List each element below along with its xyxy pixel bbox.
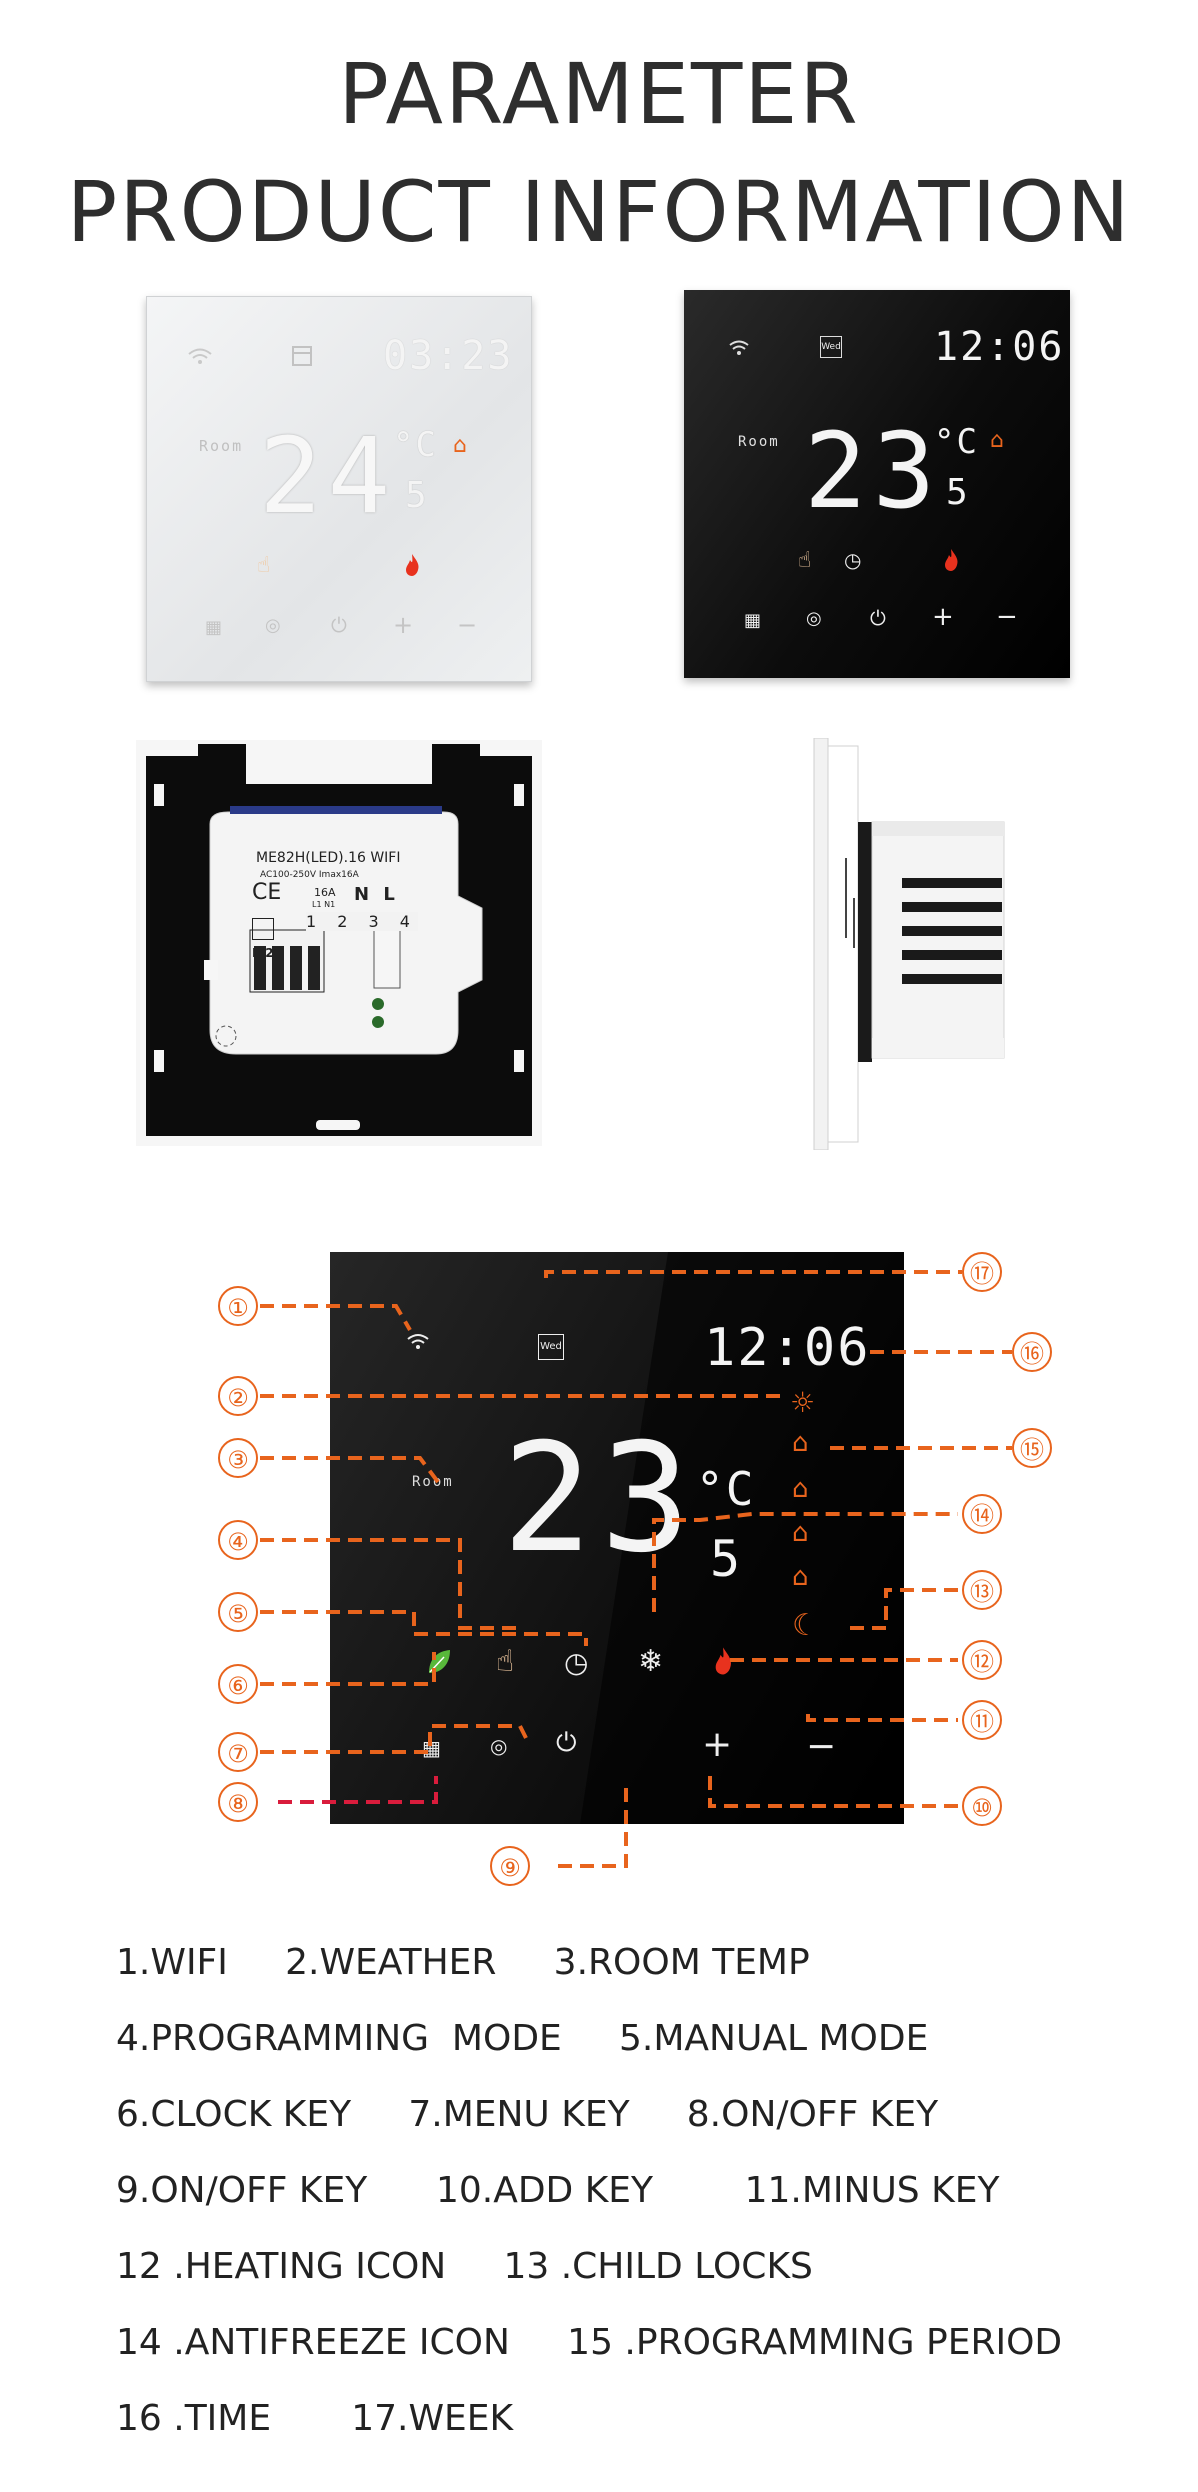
clock-display: 12:06: [704, 1318, 871, 1378]
flame-icon: [403, 553, 421, 583]
legend-line-5: 12 .HEATING ICON 13 .CHILD LOCKS: [116, 2246, 813, 2287]
lock-icon: ◎: [265, 615, 281, 636]
ip-label: IP20: [252, 946, 282, 960]
temperature-decimal: 5: [405, 475, 429, 516]
black-thermostat-image: Wed 12:06 Room 23 °C 5 ⌂ ☝ ◷ ▦ ◎ ⏻ + −: [684, 290, 1070, 678]
legend-line-1: 1.WIFI 2.WEATHER 3.ROOM TEMP: [116, 1942, 810, 1983]
ce-mark: CE: [252, 880, 282, 905]
hand-icon: ☝: [257, 553, 271, 578]
terminal-label: L1 N1: [312, 900, 336, 909]
week-display: Wed: [538, 1334, 564, 1360]
hand-icon: ☝: [798, 548, 812, 573]
power-icon: ⏻: [556, 1728, 577, 1758]
minus-icon: −: [996, 602, 1018, 632]
flame-icon: [942, 548, 960, 578]
plus-icon: +: [702, 1724, 733, 1765]
snowflake-icon: ❄: [638, 1644, 664, 1679]
flame-icon: [712, 1646, 734, 1682]
home-away-icon: ⌂: [792, 1474, 809, 1504]
hand-icon: ☝: [496, 1644, 515, 1679]
callout-7: ⑦: [218, 1732, 258, 1772]
callout-3: ③: [218, 1438, 258, 1478]
room-label: Room: [738, 434, 780, 450]
side-view-image: [812, 737, 1012, 1151]
lock-icon: ◎: [806, 608, 822, 629]
sun-icon: ☼: [790, 1386, 816, 1419]
callout-6: ⑥: [218, 1664, 258, 1704]
clock-icon: ◷: [564, 1646, 589, 1679]
power-icon: ⏻: [331, 613, 347, 637]
callout-9: ⑨: [490, 1846, 530, 1886]
legend-line-4: 9.ON/OFF KEY 10.ADD KEY 11.MINUS KEY: [116, 2170, 1000, 2211]
callout-11: ⑪: [962, 1700, 1002, 1740]
rating-label: AC100-250V Imax16A: [260, 870, 359, 880]
legend-line-7: 16 .TIME 17.WEEK: [116, 2398, 514, 2439]
calendar-icon: [291, 345, 313, 373]
plus-icon: +: [393, 611, 414, 639]
callout-8: ⑧: [218, 1782, 258, 1822]
callout-4: ④: [218, 1520, 258, 1560]
leaf-icon: [426, 1648, 452, 1682]
model-label: ME82H(LED).16 WIFI: [256, 850, 401, 866]
square-symbol-icon: [252, 918, 274, 940]
wifi-icon: [728, 338, 750, 363]
wifi-icon: [187, 347, 213, 373]
callout-1: ①: [218, 1286, 258, 1326]
lock-icon: ◎: [490, 1734, 508, 1758]
temperature-display: 23: [502, 1412, 699, 1586]
room-label: Room: [199, 437, 244, 455]
callout-5: ⑤: [218, 1592, 258, 1632]
legend-line-2: 4.PROGRAMMING MODE 5.MANUAL MODE: [116, 2018, 929, 2059]
callout-17: ⑰: [962, 1252, 1002, 1292]
clock-icon: ◷: [844, 548, 862, 572]
temperature-unit: °C: [393, 425, 438, 465]
wifi-icon: [406, 1332, 430, 1358]
room-label: Room: [412, 1474, 454, 1490]
nl-label: N L: [354, 884, 399, 905]
plus-icon: +: [932, 602, 954, 632]
minus-icon: −: [806, 1726, 837, 1767]
page-title-product-information: PRODUCT INFORMATION: [66, 163, 1132, 261]
amp-label: 16A: [314, 886, 336, 899]
menu-icon: ▦: [744, 610, 762, 631]
menu-icon: ▦: [422, 1736, 441, 1760]
moon-icon: ☾: [792, 1608, 819, 1643]
week-display: Wed: [820, 336, 842, 358]
terminal-numbers: 1 2 3 4: [306, 912, 418, 931]
legend-line-3: 6.CLOCK KEY 7.MENU KEY 8.ON/OFF KEY: [116, 2094, 939, 2135]
home-night-icon: ⌂: [792, 1562, 809, 1592]
callout-14: ⑭: [962, 1494, 1002, 1534]
temperature-decimal: 5: [710, 1530, 743, 1588]
temperature-unit: °C: [934, 422, 979, 462]
callout-2: ②: [218, 1376, 258, 1416]
home-icon: ⌂: [453, 433, 467, 458]
clock-display: 12:06: [934, 324, 1065, 370]
annotated-thermostat: Wed 12:06 ☼ ⌂ ⌂ ⌂ ⌂ ☾ Room 23 °C 5 ☝ ◷ ❄…: [330, 1252, 904, 1824]
callout-15: ⑮: [1012, 1428, 1052, 1468]
power-icon: ⏻: [870, 606, 886, 630]
minus-icon: −: [457, 611, 478, 639]
callout-16: ⑯: [1012, 1332, 1052, 1372]
menu-icon: ▦: [205, 617, 223, 638]
legend-line-6: 14 .ANTIFREEZE ICON 15 .PROGRAMMING PERI…: [116, 2322, 1063, 2363]
temperature-decimal: 5: [946, 472, 970, 513]
temperature-display: 24: [259, 415, 397, 537]
callout-10: ⑩: [962, 1786, 1002, 1826]
back-plate-image: ME82H(LED).16 WIFI AC100-250V Imax16A CE…: [136, 740, 542, 1146]
temperature-display: 23: [804, 410, 942, 532]
home-icon: ⌂: [792, 1428, 809, 1458]
temperature-unit: °C: [696, 1462, 756, 1516]
clock-display: 03:23: [383, 333, 514, 379]
callout-13: ⑬: [962, 1570, 1002, 1610]
callout-12: ⑫: [962, 1640, 1002, 1680]
home-icon: ⌂: [990, 428, 1004, 453]
page-title-parameter: PARAMETER: [338, 45, 860, 143]
home-return-icon: ⌂: [792, 1518, 809, 1548]
white-thermostat-image: 03:23 Room 24 °C 5 ⌂ ☝ ▦ ◎ ⏻ + −: [146, 296, 532, 682]
